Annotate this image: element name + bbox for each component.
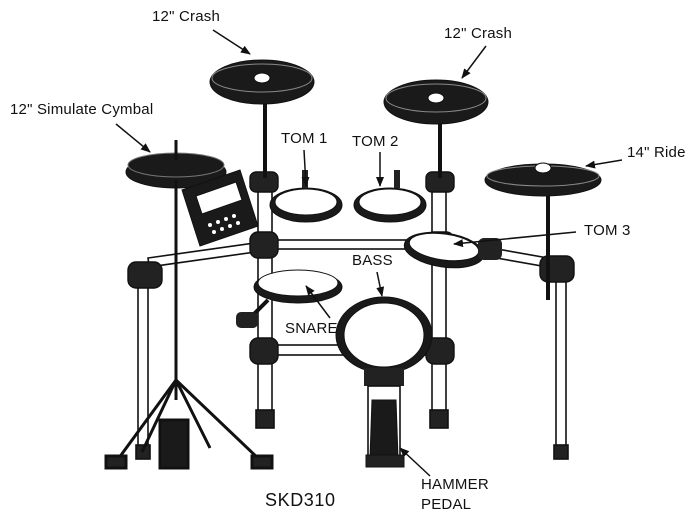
simulate-cymbal-label: 12" Simulate Cymbal [10, 101, 154, 118]
snare-pad [236, 269, 343, 328]
bass-pad [335, 296, 433, 386]
crash-right-arrow [461, 45, 487, 79]
tom1-arrow [301, 149, 310, 187]
ride-arrow [585, 159, 623, 169]
tom1-label: TOM 1 [281, 130, 328, 147]
crash-left-arrow [212, 29, 251, 55]
snare-arrow [305, 285, 331, 319]
tom3-arrow [453, 231, 577, 248]
ride-cymbal [484, 162, 602, 300]
bass-arrow [376, 271, 385, 297]
model-name: SKD310 [265, 490, 336, 510]
simulate-cymbal [125, 140, 227, 189]
crash-left-cymbal [209, 59, 315, 178]
ride-label: 14" Ride [627, 144, 686, 161]
simulate-cymbal-arrow [115, 123, 151, 153]
hihat-stand [104, 180, 274, 470]
crash-right-label: 12" Crash [444, 25, 512, 42]
hammer-label-line2: PEDAL [421, 496, 472, 513]
hammer-label-line1: HAMMER [421, 476, 489, 493]
snare-label: SNARE [285, 320, 338, 337]
bass-label: BASS [352, 252, 393, 269]
tom3-pad [403, 231, 502, 269]
sound-module [181, 169, 259, 247]
crash-right-cymbal [383, 79, 489, 178]
tom3-label: TOM 3 [584, 222, 631, 239]
callout-arrows [115, 29, 623, 477]
tom1-pad [269, 170, 343, 223]
hammer-arrow [399, 447, 431, 477]
tom2-label: TOM 2 [352, 133, 399, 150]
crash-left-label: 12" Crash [152, 8, 220, 25]
hammer-pedal [365, 385, 405, 468]
tom2-pad [353, 170, 427, 223]
